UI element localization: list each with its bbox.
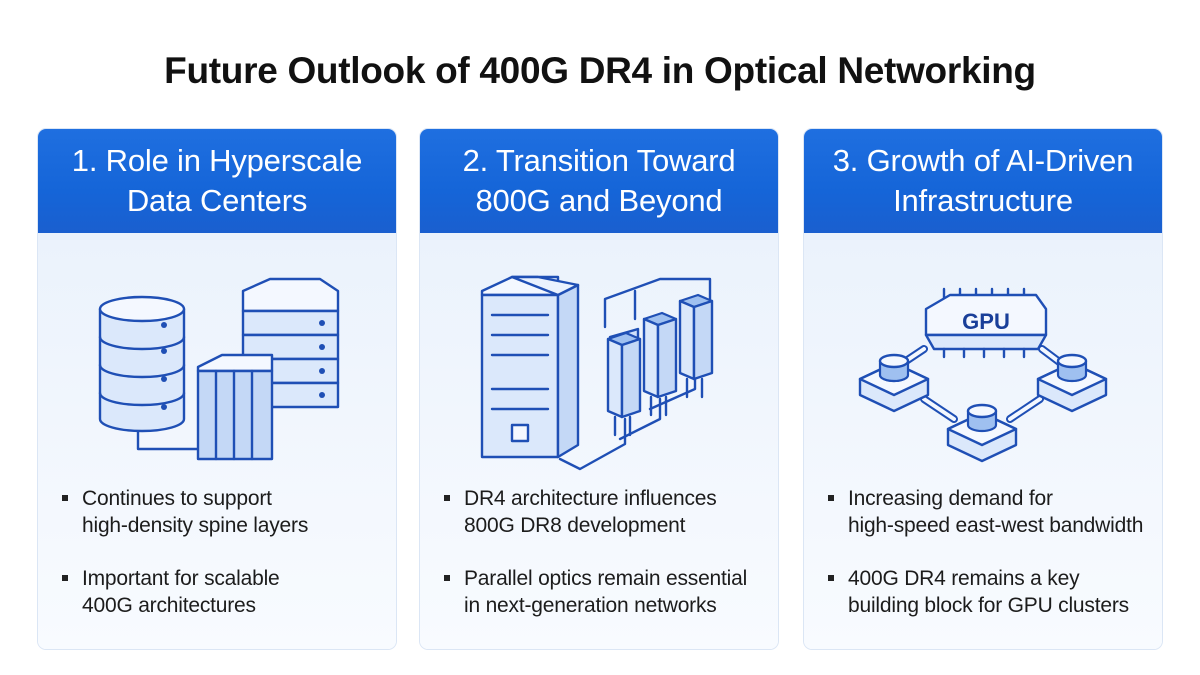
database-servers-icon: [98, 277, 340, 461]
list-item: Increasing demand for high-speed east-we…: [826, 485, 1156, 539]
card-heading-line1: 3. Growth of AI-Driven: [832, 143, 1134, 178]
card-heading-line1: 2. Transition Toward: [462, 143, 736, 178]
server-transceivers-icon: [480, 275, 714, 471]
page-title: Future Outlook of 400G DR4 in Optical Ne…: [164, 50, 1036, 91]
list-item: Parallel optics remain essential in next…: [442, 565, 772, 619]
card-heading-line2: Data Centers: [126, 183, 308, 218]
list-item: DR4 architecture influences 800G DR8 dev…: [442, 485, 772, 539]
gpu-cluster-icon: GPU: [858, 287, 1108, 463]
bullet-list: DR4 architecture influences 800G DR8 dev…: [442, 485, 772, 645]
card-heading-line2: 800G and Beyond: [475, 183, 723, 218]
list-item: Continues to support high-density spine …: [60, 485, 390, 539]
bullet-list: Increasing demand for high-speed east-we…: [826, 485, 1156, 645]
card-ai-infrastructure: 3. Growth of AI-Driven Infrastructure GP…: [804, 129, 1162, 649]
card-header: 3. Growth of AI-Driven Infrastructure: [804, 129, 1162, 233]
card-hyperscale: 1. Role in Hyperscale Data Centers: [38, 129, 396, 649]
card-heading-line1: 1. Role in Hyperscale: [71, 143, 363, 178]
card-transition: 2. Transition Toward 800G and Beyond: [420, 129, 778, 649]
gpu-label: GPU: [962, 309, 1010, 334]
list-item: Important for scalable 400G architecture…: [60, 565, 390, 619]
bullet-list: Continues to support high-density spine …: [60, 485, 390, 645]
card-heading-line2: Infrastructure: [893, 183, 1073, 218]
card-header: 2. Transition Toward 800G and Beyond: [420, 129, 778, 233]
list-item: 400G DR4 remains a key building block fo…: [826, 565, 1156, 619]
card-header: 1. Role in Hyperscale Data Centers: [38, 129, 396, 233]
